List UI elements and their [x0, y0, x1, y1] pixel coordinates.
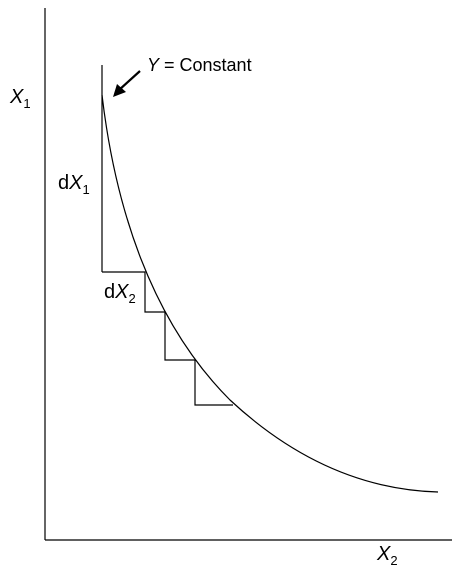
curve-label: Y = Constant [147, 55, 252, 75]
curve-label-arrow [118, 70, 141, 91]
x-axis-label: X2 [376, 543, 398, 568]
isoquant-curve [101, 65, 439, 493]
arrow-head-icon [113, 84, 126, 97]
staircase-steps [102, 271, 233, 406]
delta-x1-label: dX1 [58, 172, 90, 197]
y-axis-label: X1 [9, 86, 31, 111]
delta-x2-label: dX2 [104, 281, 136, 306]
